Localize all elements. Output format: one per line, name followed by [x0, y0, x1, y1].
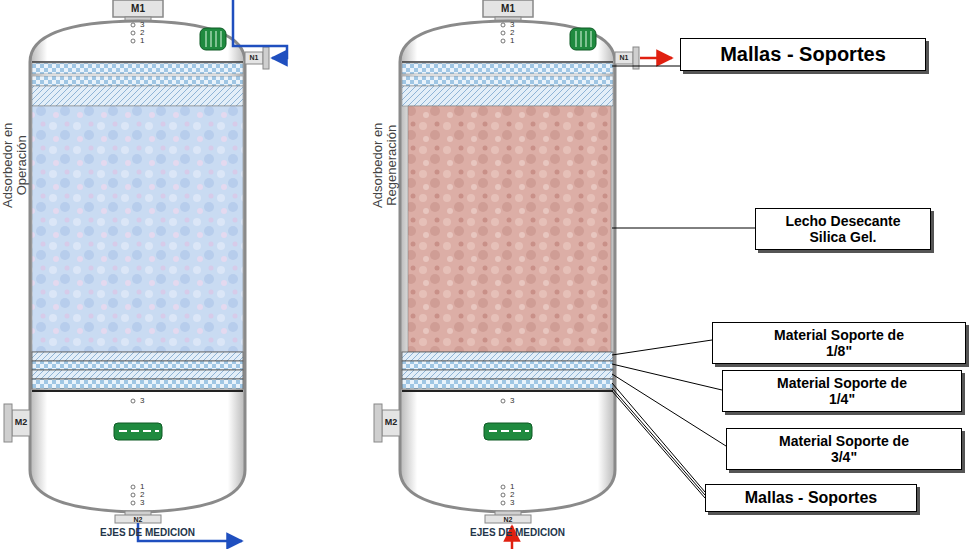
measure-point: 3: [140, 397, 144, 405]
measure-point: 3: [140, 21, 144, 29]
nozzle-label: M2: [385, 418, 398, 427]
measure-point: 1: [140, 37, 144, 45]
callout-text: Material Soporte de 3/4": [769, 433, 919, 465]
vessel-title: Adsorbedor en Operación: [1, 105, 30, 225]
measure-point: 3: [140, 499, 144, 507]
axis-caption: EJES DE MEDICION: [470, 528, 565, 538]
callout-text: Material Soporte de 1/8": [764, 327, 914, 359]
callout-box: Lecho Desecante Silica Gel.: [755, 208, 931, 250]
measure-point: 1: [510, 37, 514, 45]
nozzle-label: N2: [134, 516, 143, 523]
callout-text: Mallas - Soportes: [720, 43, 886, 66]
measure-point: 2: [510, 491, 514, 499]
callout-box: Material Soporte de 3/4": [726, 428, 962, 470]
nozzle-label: N1: [620, 54, 629, 61]
vessel-title: Adsorbedor en Regeneración: [371, 105, 400, 225]
callout-box: Mallas - Soportes: [680, 38, 926, 71]
callout-text: Material Soporte de 1/4": [767, 375, 917, 407]
callout-box: Mallas - Soportes: [705, 484, 917, 512]
callout-box: Material Soporte de 1/4": [722, 370, 962, 412]
nozzle-label: M1: [501, 4, 515, 14]
callout-box: Material Soporte de 1/8": [712, 322, 966, 364]
axis-caption: EJES DE MEDICION: [100, 528, 195, 538]
nozzle-label: N2: [504, 516, 513, 523]
nozzle-label: N1: [250, 54, 259, 61]
measure-point: 2: [510, 29, 514, 37]
measure-point: 3: [510, 21, 514, 29]
measure-point: 1: [140, 483, 144, 491]
callout-text: Mallas - Soportes: [745, 489, 877, 507]
nozzle-label: M2: [15, 418, 28, 427]
nozzle-label: M1: [131, 4, 145, 14]
measure-point: 3: [510, 499, 514, 507]
callout-text: Lecho Desecante Silica Gel.: [768, 213, 918, 245]
measure-point: 1: [510, 483, 514, 491]
measure-point: 3: [510, 397, 514, 405]
measure-point: 2: [140, 491, 144, 499]
measure-point: 2: [140, 29, 144, 37]
